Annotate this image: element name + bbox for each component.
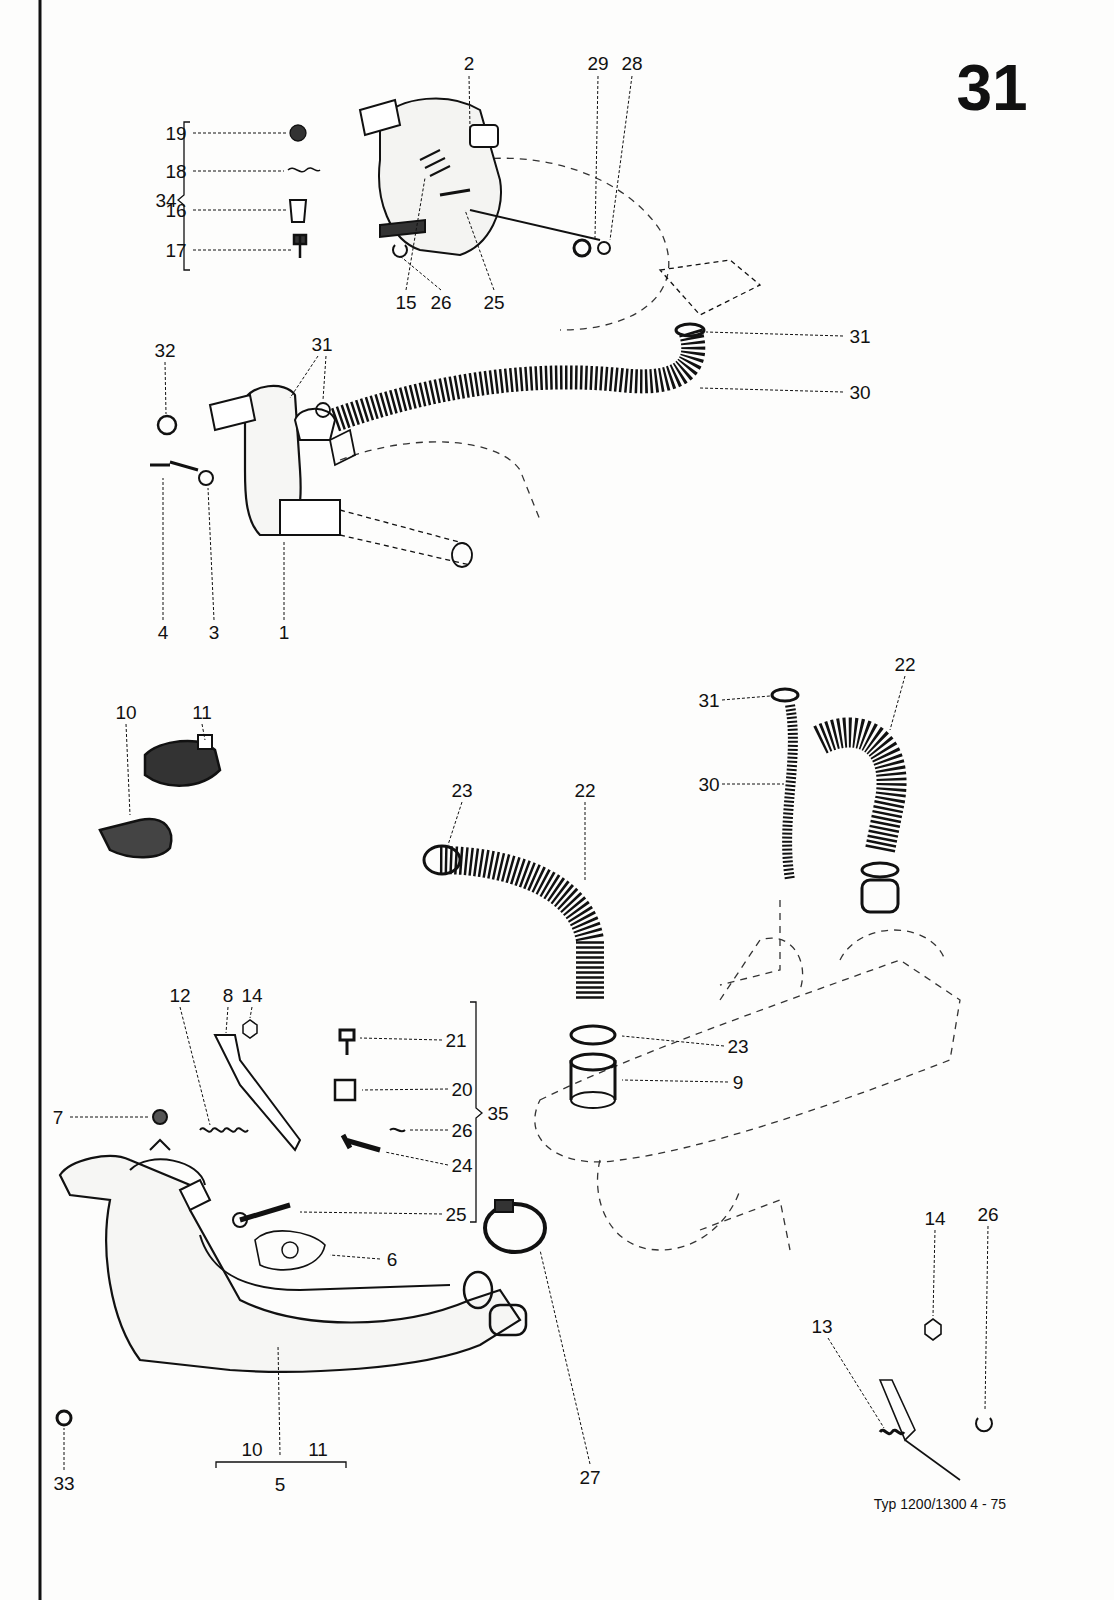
callout-number: 31 bbox=[309, 334, 334, 355]
callout-number: 5 bbox=[273, 1474, 288, 1495]
callout-number: 7 bbox=[51, 1107, 66, 1128]
callout-number: 18 bbox=[163, 161, 188, 182]
callout-number: 26 bbox=[449, 1120, 474, 1141]
callout-number: 2 bbox=[462, 53, 477, 74]
callout-number: 35 bbox=[485, 1103, 510, 1124]
callout-number: 3 bbox=[207, 622, 222, 643]
callout-number: 26 bbox=[975, 1204, 1000, 1225]
callout-number: 34 bbox=[153, 190, 178, 211]
callout-number: 25 bbox=[481, 292, 506, 313]
callout-number: 25 bbox=[443, 1204, 468, 1225]
callout-number: 13 bbox=[809, 1316, 834, 1337]
callout-number: 24 bbox=[449, 1155, 474, 1176]
callout-number: 8 bbox=[221, 985, 236, 1006]
callout-number: 31 bbox=[847, 326, 872, 347]
page-number: 31 bbox=[956, 56, 1027, 120]
callout-number: 10 bbox=[113, 702, 138, 723]
callout-number: 31 bbox=[696, 690, 721, 711]
callout-number: 33 bbox=[51, 1473, 76, 1494]
callout-number: 27 bbox=[577, 1467, 602, 1488]
callout-number: 9 bbox=[731, 1072, 746, 1093]
callout-number: 10 bbox=[239, 1439, 264, 1460]
callout-number: 20 bbox=[449, 1079, 474, 1100]
callout-number: 4 bbox=[156, 622, 171, 643]
callout-number: 11 bbox=[306, 1439, 330, 1460]
callout-number: 26 bbox=[428, 292, 453, 313]
callout-number: 30 bbox=[696, 774, 721, 795]
callout-number: 12 bbox=[167, 985, 192, 1006]
callout-number: 32 bbox=[152, 340, 177, 361]
callout-number: 14 bbox=[239, 985, 264, 1006]
model-caption: Typ 1200/1300 4 - 75 bbox=[874, 1497, 1006, 1511]
callout-number: 15 bbox=[393, 292, 418, 313]
callout-number: 23 bbox=[725, 1036, 750, 1057]
callout-number: 29 bbox=[585, 53, 610, 74]
callout-number: 22 bbox=[892, 654, 917, 675]
callout-number: 19 bbox=[163, 123, 188, 144]
callout-number: 21 bbox=[443, 1030, 468, 1051]
callout-number: 28 bbox=[619, 53, 644, 74]
callout-number: 23 bbox=[449, 780, 474, 801]
callout-number: 14 bbox=[922, 1208, 947, 1229]
callout-number: 1 bbox=[277, 622, 292, 643]
callout-number: 11 bbox=[190, 702, 214, 723]
callout-number: 6 bbox=[385, 1249, 400, 1270]
callout-number: 30 bbox=[847, 382, 872, 403]
callout-number: 17 bbox=[163, 240, 188, 261]
callout-number: 22 bbox=[572, 780, 597, 801]
